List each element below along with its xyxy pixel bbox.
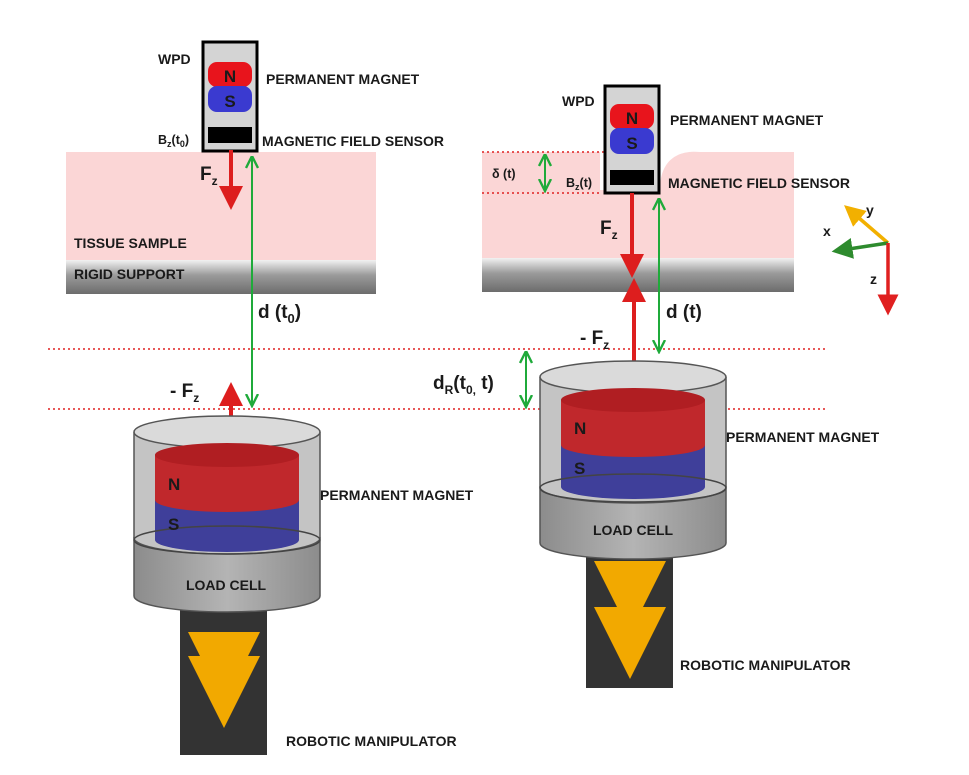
right-wpd-pole-s: S <box>626 134 637 153</box>
right-magnet-south <box>610 128 654 154</box>
right-setup: δ (t) N S WPD PERMANENT MAGNET MAGNETIC … <box>433 84 880 688</box>
left-sensor-label: MAGNETIC FIELD SENSOR <box>262 133 444 149</box>
right-reaction-force-label: - Fz <box>580 328 609 352</box>
right-load-cell-label: LOAD CELL <box>593 522 674 538</box>
right-bottom-magnet-north <box>561 400 705 457</box>
right-manipulator-label: ROBOTIC MANIPULATOR <box>680 657 851 673</box>
right-distance-label: d (t) <box>666 302 702 323</box>
axis-z-label: z <box>870 271 877 287</box>
left-wpd-pole-n: N <box>224 67 236 86</box>
axis-x-arrow <box>831 238 889 259</box>
right-sensor-value: Bz(t) <box>566 176 592 192</box>
right-magnetic-field-sensor <box>610 170 654 185</box>
left-magnet-north <box>208 62 252 87</box>
axis-y-arrow <box>844 205 890 245</box>
left-support-label: RIGID SUPPORT <box>74 266 185 282</box>
left-bottom-pole-s: S <box>168 515 179 534</box>
right-magnet-north <box>610 104 654 129</box>
right-force-label: Fz <box>600 218 618 242</box>
left-distance-label: d (t0) <box>258 302 301 326</box>
right-sensor-label: MAGNETIC FIELD SENSOR <box>668 175 850 191</box>
left-wpd-pole-s: S <box>224 92 235 111</box>
right-magnet-label: PERMANENT MAGNET <box>670 112 824 128</box>
left-bottom-magnet-north <box>155 455 299 512</box>
right-bottom-pole-n: N <box>574 419 586 438</box>
right-wpd-pole-n: N <box>626 109 638 128</box>
left-force-label: Fz <box>200 164 218 188</box>
left-load-cell <box>133 537 321 613</box>
right-rigid-support <box>482 258 794 292</box>
right-tissue-sample <box>482 151 794 258</box>
left-wpd-label: WPD <box>158 51 191 67</box>
left-sensor-value: Bz(t0) <box>158 133 189 149</box>
left-rigid-support <box>66 260 376 294</box>
left-reaction-force-label: - Fz <box>170 381 199 405</box>
coordinate-axes: y x z <box>823 202 899 316</box>
left-tissue-label: TISSUE SAMPLE <box>74 235 187 251</box>
right-bottom-pole-s: S <box>574 459 585 478</box>
right-displacement-label: dR(t0, t) <box>433 373 494 397</box>
left-setup: TISSUE SAMPLE RIGID SUPPORT N S WPD PERM… <box>66 40 474 755</box>
axis-x-label: x <box>823 223 831 239</box>
axis-y-label: y <box>866 202 874 218</box>
left-magnet-south <box>208 86 252 112</box>
right-wpd-label: WPD <box>562 93 595 109</box>
right-load-cell <box>539 486 727 560</box>
right-bottom-magnet-label: PERMANENT MAGNET <box>726 429 880 445</box>
left-magnetic-field-sensor <box>208 127 252 143</box>
right-indent-label: δ (t) <box>492 167 516 181</box>
left-bottom-pole-n: N <box>168 475 180 494</box>
left-load-cell-label: LOAD CELL <box>186 577 267 593</box>
right-bottom-magnet-south <box>561 445 705 499</box>
left-bottom-magnet-label: PERMANENT MAGNET <box>320 487 474 503</box>
left-manipulator-label: ROBOTIC MANIPULATOR <box>286 733 457 749</box>
left-magnet-label: PERMANENT MAGNET <box>266 71 420 87</box>
